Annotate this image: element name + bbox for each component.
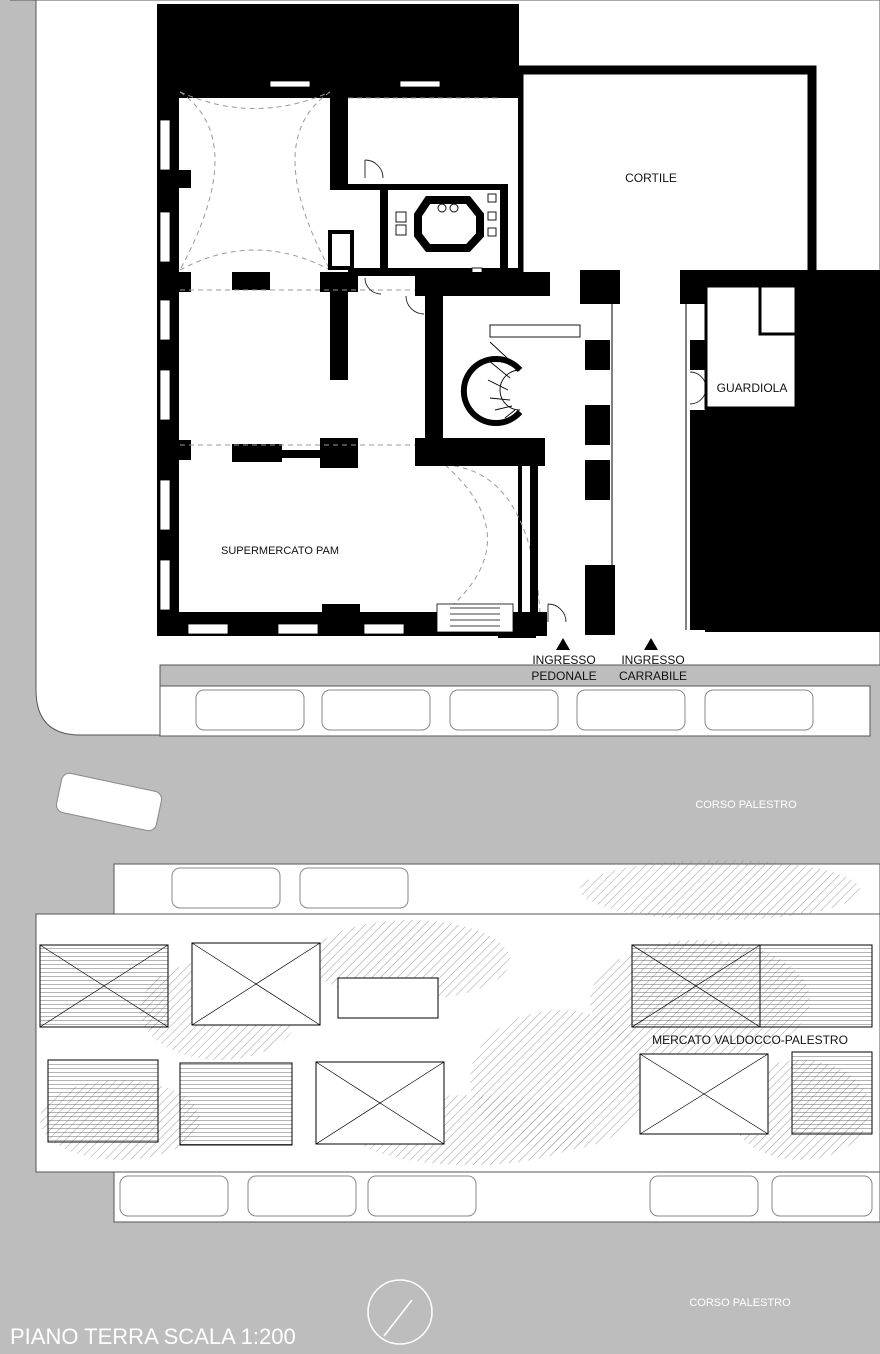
- parking-strip-bottom: [113, 1171, 880, 1223]
- label-supermercato: SUPERMERCATO PAM: [221, 545, 339, 557]
- west-windows: [159, 119, 171, 611]
- guardiola-wc: [758, 284, 798, 336]
- wc-wall: [380, 184, 388, 274]
- courtyard-wall: [519, 65, 817, 272]
- upper-room-wall: [348, 184, 508, 190]
- pedestrian-entrance-marker: [556, 638, 570, 650]
- stall-roof-diagonals: [39, 942, 769, 1145]
- north-building-mass: [157, 4, 519, 90]
- parked-cars-upper: [195, 689, 814, 731]
- parked-cars-bottom: [119, 1175, 873, 1217]
- north-windows: [269, 80, 441, 88]
- small-wc-cabin: [328, 230, 354, 270]
- label-guardiola: GUARDIOLA: [717, 381, 788, 395]
- entry-stairs: [436, 603, 514, 633]
- stair-hall-wall-west: [425, 290, 443, 440]
- north-arrow-needle: [383, 1299, 413, 1337]
- stair-hall-wall-south: [415, 438, 545, 466]
- spiral-stair: [460, 324, 581, 426]
- parked-cars-middle: [171, 867, 409, 909]
- wc-wall-2: [500, 186, 508, 271]
- passage-wall: [530, 466, 538, 614]
- south-windows: [187, 623, 405, 635]
- label-street-upper: CORSO PALESTRO: [695, 799, 797, 811]
- label-ingresso-pedonale-1: INGRESSO: [532, 653, 595, 667]
- label-street-lower: CORSO PALESTRO: [689, 1297, 791, 1309]
- drawing-title: PIANO TERRA SCALA 1:200: [10, 1324, 296, 1349]
- label-cortile: CORTILE: [625, 171, 677, 185]
- label-market: MERCATO VALDOCCO-PALESTRO: [652, 1033, 848, 1047]
- north-arrow-icon: [367, 1279, 433, 1345]
- vehicular-entrance-marker: [644, 638, 658, 650]
- octagon-wc-core: [414, 196, 484, 252]
- moving-car: [55, 772, 163, 832]
- vault-lines: [179, 91, 541, 613]
- label-ingresso-carrabile-2: CARRABILE: [619, 669, 687, 683]
- label-ingresso-carrabile-1: INGRESSO: [621, 653, 684, 667]
- label-ingresso-pedonale-2: PEDONALE: [531, 669, 596, 683]
